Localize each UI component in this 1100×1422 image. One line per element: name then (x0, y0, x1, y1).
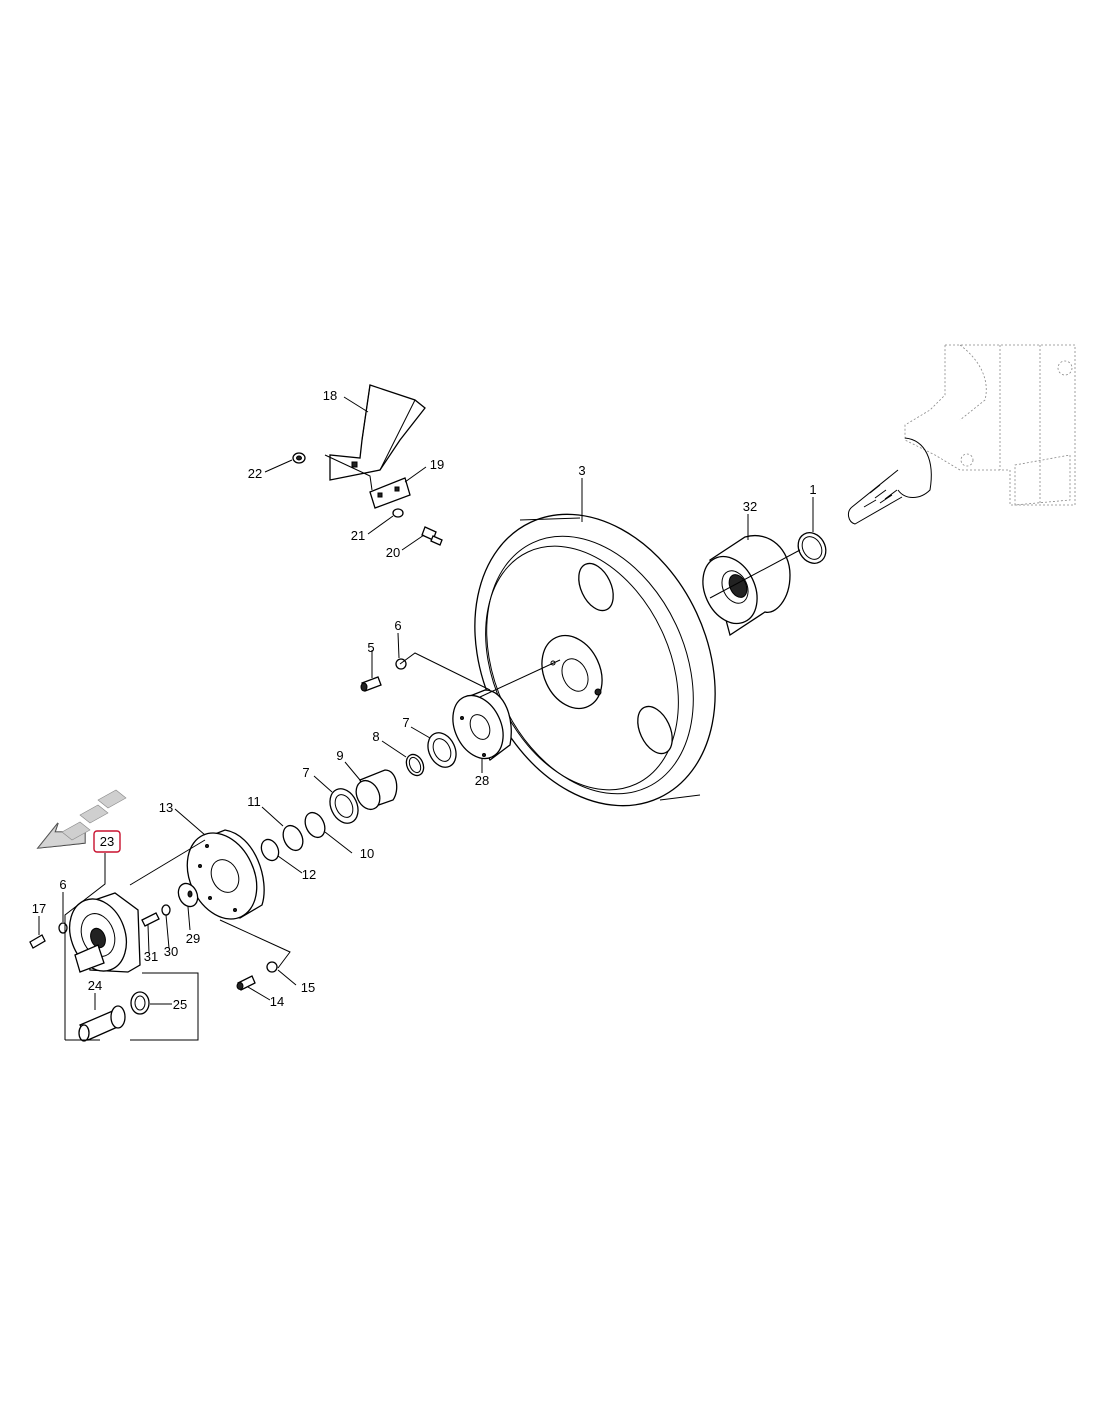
callout-labels: 1 32 3 18 19 22 21 20 5 6 7 8 9 7 28 11 … (32, 388, 817, 1012)
seal-part-25 (130, 991, 150, 1015)
bolt-part-14 (236, 975, 256, 991)
pulley-part-13 (186, 829, 265, 920)
callout-24[interactable]: 24 (88, 978, 102, 993)
bearing-part-7-upper (427, 732, 457, 768)
ring-part-12 (260, 838, 280, 862)
bolt-part-17 (29, 934, 46, 949)
callout-8[interactable]: 8 (372, 729, 379, 744)
callout-23[interactable]: 23 (100, 834, 114, 849)
callout-7-upper[interactable]: 7 (402, 715, 409, 730)
large-wheel-part-3 (474, 513, 716, 807)
callout-30[interactable]: 30 (164, 944, 178, 959)
callout-6-lower[interactable]: 6 (59, 877, 66, 892)
gearbox-assembly-part-23 (68, 892, 141, 973)
callout-17[interactable]: 17 (32, 901, 46, 916)
circlip-part-1 (797, 532, 827, 564)
callout-29[interactable]: 29 (186, 931, 200, 946)
washer-part-15 (266, 961, 278, 973)
washer-part-30 (161, 904, 171, 916)
callout-11[interactable]: 11 (247, 794, 261, 809)
plate-part-19 (369, 477, 411, 509)
assembly-frame (64, 853, 199, 1041)
callout-6-upper[interactable]: 6 (394, 618, 401, 633)
ring-part-11 (282, 824, 304, 852)
axis-lines (129, 454, 801, 969)
leader-lines (38, 396, 814, 1010)
washer-part-6-lower (58, 922, 68, 934)
bracket-part-18 (329, 384, 426, 481)
callout-25[interactable]: 25 (173, 997, 187, 1012)
bolt-part-31 (141, 912, 160, 927)
callout-13[interactable]: 13 (159, 800, 173, 815)
ring-part-10 (304, 811, 326, 839)
forward-arrow-icon (36, 789, 127, 849)
callout-5[interactable]: 5 (367, 640, 374, 655)
callout-1[interactable]: 1 (809, 482, 816, 497)
callout-19[interactable]: 19 (430, 457, 444, 472)
output-shaft (847, 437, 932, 525)
bearing-part-7-lower (329, 788, 359, 824)
coupling-hub-part-32 (702, 534, 791, 637)
callout-3[interactable]: 3 (578, 463, 585, 478)
callout-21[interactable]: 21 (351, 528, 365, 543)
spacer-part-28 (452, 689, 512, 761)
callout-22[interactable]: 22 (248, 466, 262, 481)
bolt-part-5 (360, 676, 382, 692)
sleeve-part-9 (355, 769, 398, 811)
callout-14[interactable]: 14 (270, 994, 284, 1009)
callout-28[interactable]: 28 (475, 773, 489, 788)
nut-part-22 (292, 452, 306, 464)
callout-23-highlight-box[interactable] (93, 830, 121, 853)
callout-31[interactable]: 31 (144, 949, 158, 964)
callout-32[interactable]: 32 (743, 499, 757, 514)
washer-part-21 (392, 508, 404, 518)
gearbox-housing (904, 344, 1076, 506)
callout-7-lower[interactable]: 7 (302, 765, 309, 780)
callout-15[interactable]: 15 (301, 980, 315, 995)
callout-18[interactable]: 18 (323, 388, 337, 403)
callout-12[interactable]: 12 (302, 867, 316, 882)
bolt-part-20 (421, 526, 443, 546)
callout-10[interactable]: 10 (360, 846, 374, 861)
shaft-part-24 (78, 1005, 126, 1042)
callout-9[interactable]: 9 (336, 748, 343, 763)
ring-part-8 (405, 753, 425, 777)
washer-part-29 (177, 882, 199, 908)
callout-20[interactable]: 20 (386, 545, 400, 560)
